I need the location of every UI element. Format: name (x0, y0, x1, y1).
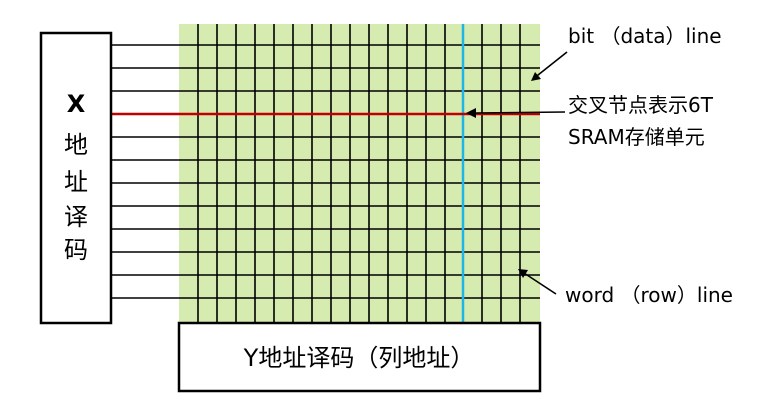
y-decoder-box (177, 321, 542, 393)
word-line-pointer (523, 272, 557, 295)
word-lines-group (112, 44, 540, 299)
word-line-arrowhead (518, 269, 528, 278)
x-decoder-char-4: 码 (64, 236, 88, 264)
bit-line-pointer (532, 51, 568, 80)
bit-line-label: bit （data）line (568, 24, 722, 48)
cross-point-label-line1: 交叉节点表示6T (568, 93, 714, 117)
x-decoder-char-3: 译 (64, 203, 88, 231)
cross-point-pointer (473, 111, 566, 114)
x-decoder-box (39, 31, 113, 325)
cross-point-arrowhead (466, 108, 476, 118)
word-line-label: word （row）line (565, 283, 733, 307)
memory-array-area (179, 24, 540, 323)
x-decoder-char-1: 地 (64, 131, 88, 159)
bit-lines-group (197, 24, 521, 323)
x-decoder-char-2: 址 (64, 168, 88, 196)
bit-line-arrowhead (531, 72, 541, 81)
y-decoder-label: Y地址译码（列地址） (243, 344, 475, 372)
cross-point-label-line2: SRAM存储单元 (568, 125, 705, 149)
x-decoder-x-label: X (67, 90, 86, 118)
